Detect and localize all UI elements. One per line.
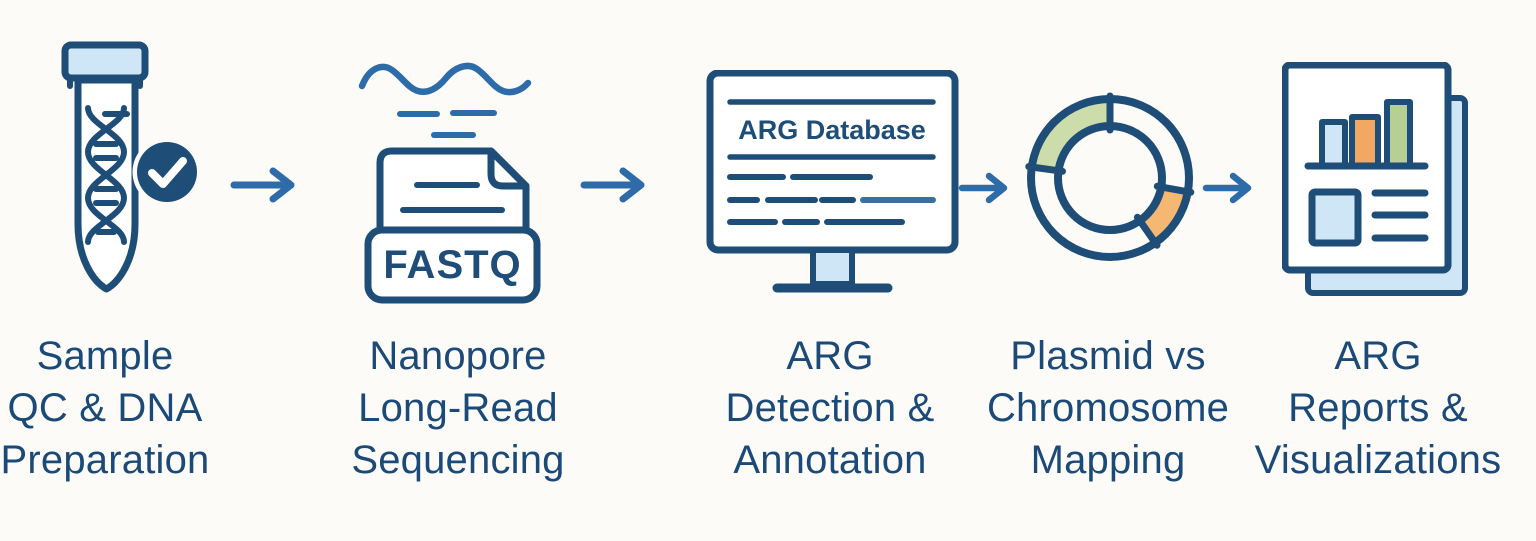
step-sample-qc: Sample QC & DNA Preparation [0,0,265,541]
step-label: ARG Reports & Visualizations [1218,330,1536,486]
monitor-stand [810,247,855,287]
document-text-lines [400,182,505,213]
read-dashes [397,110,497,138]
step-label-line: Reports & [1288,386,1468,430]
test-tube-cap [61,41,149,89]
step-label-line: Visualizations [1254,438,1502,482]
arg-database-label: ARG Database [738,115,926,145]
step-arg-reports: ARG Reports & Visualizations [1218,0,1536,541]
step-label-line: Chromosome [986,386,1230,430]
donut-green-segment [1031,99,1111,172]
step-label: ARG Detection & Annotation [670,330,990,486]
bar-chart-icon [1319,99,1413,169]
step-label-line: Sequencing [351,438,565,482]
check-circle-icon [137,142,197,202]
fastq-badge [364,226,541,304]
step-label-line: Mapping [1030,438,1186,482]
report-text-lines [1371,189,1429,242]
test-tube-dna-check-icon [61,41,202,293]
step-label-line: ARG [786,334,874,378]
step-label-line: ARG [1334,334,1422,378]
step-label: Plasmid vs Chromosome Mapping [948,330,1268,486]
step-plasmid-mapping: Plasmid vs Chromosome Mapping [948,0,1268,541]
step-label-line: Sample [36,334,174,378]
donut-orange-segment [1139,186,1188,243]
donut-chart-icon [1025,92,1195,261]
step-label: Nanopore Long-Read Sequencing [298,330,618,486]
arrow-right-icon [1202,172,1252,204]
report-thumbnail [1308,188,1362,247]
reports-document-icon [1282,62,1468,296]
step-label: Sample QC & DNA Preparation [0,330,265,486]
folded-corner [487,147,530,190]
arg-database-monitor-icon: ARG Database [706,70,959,293]
step-arg-detection: ARG Database ARG Detection & Annotation [670,0,990,541]
fastq-badge-label: FASTQ [383,243,521,287]
donut-inner-ring [1054,122,1166,234]
step-label-line: Preparation [0,438,210,482]
donut-segment-dividers [1025,92,1195,249]
fastq-file-icon: FASTQ [358,62,541,304]
step-nanopore-sequencing: FASTQ Nanopore Long-Read Sequencing [298,0,618,541]
arrow-right-icon [230,167,295,203]
step-label-line: Annotation [733,438,927,482]
step-label-line: QC & DNA [7,386,203,430]
database-entry-dashes [727,174,936,225]
arrow-right-icon [580,167,645,203]
step-label-line: Detection & [725,386,935,430]
arrow-right-icon [958,172,1008,204]
step-label-line: Long-Read [358,386,558,430]
step-label-line: Nanopore [369,334,547,378]
dna-strand-wave-icon [358,62,532,96]
step-label-line: Plasmid vs [1010,334,1206,378]
checkmark-icon [148,157,187,188]
dna-helix [84,105,130,245]
